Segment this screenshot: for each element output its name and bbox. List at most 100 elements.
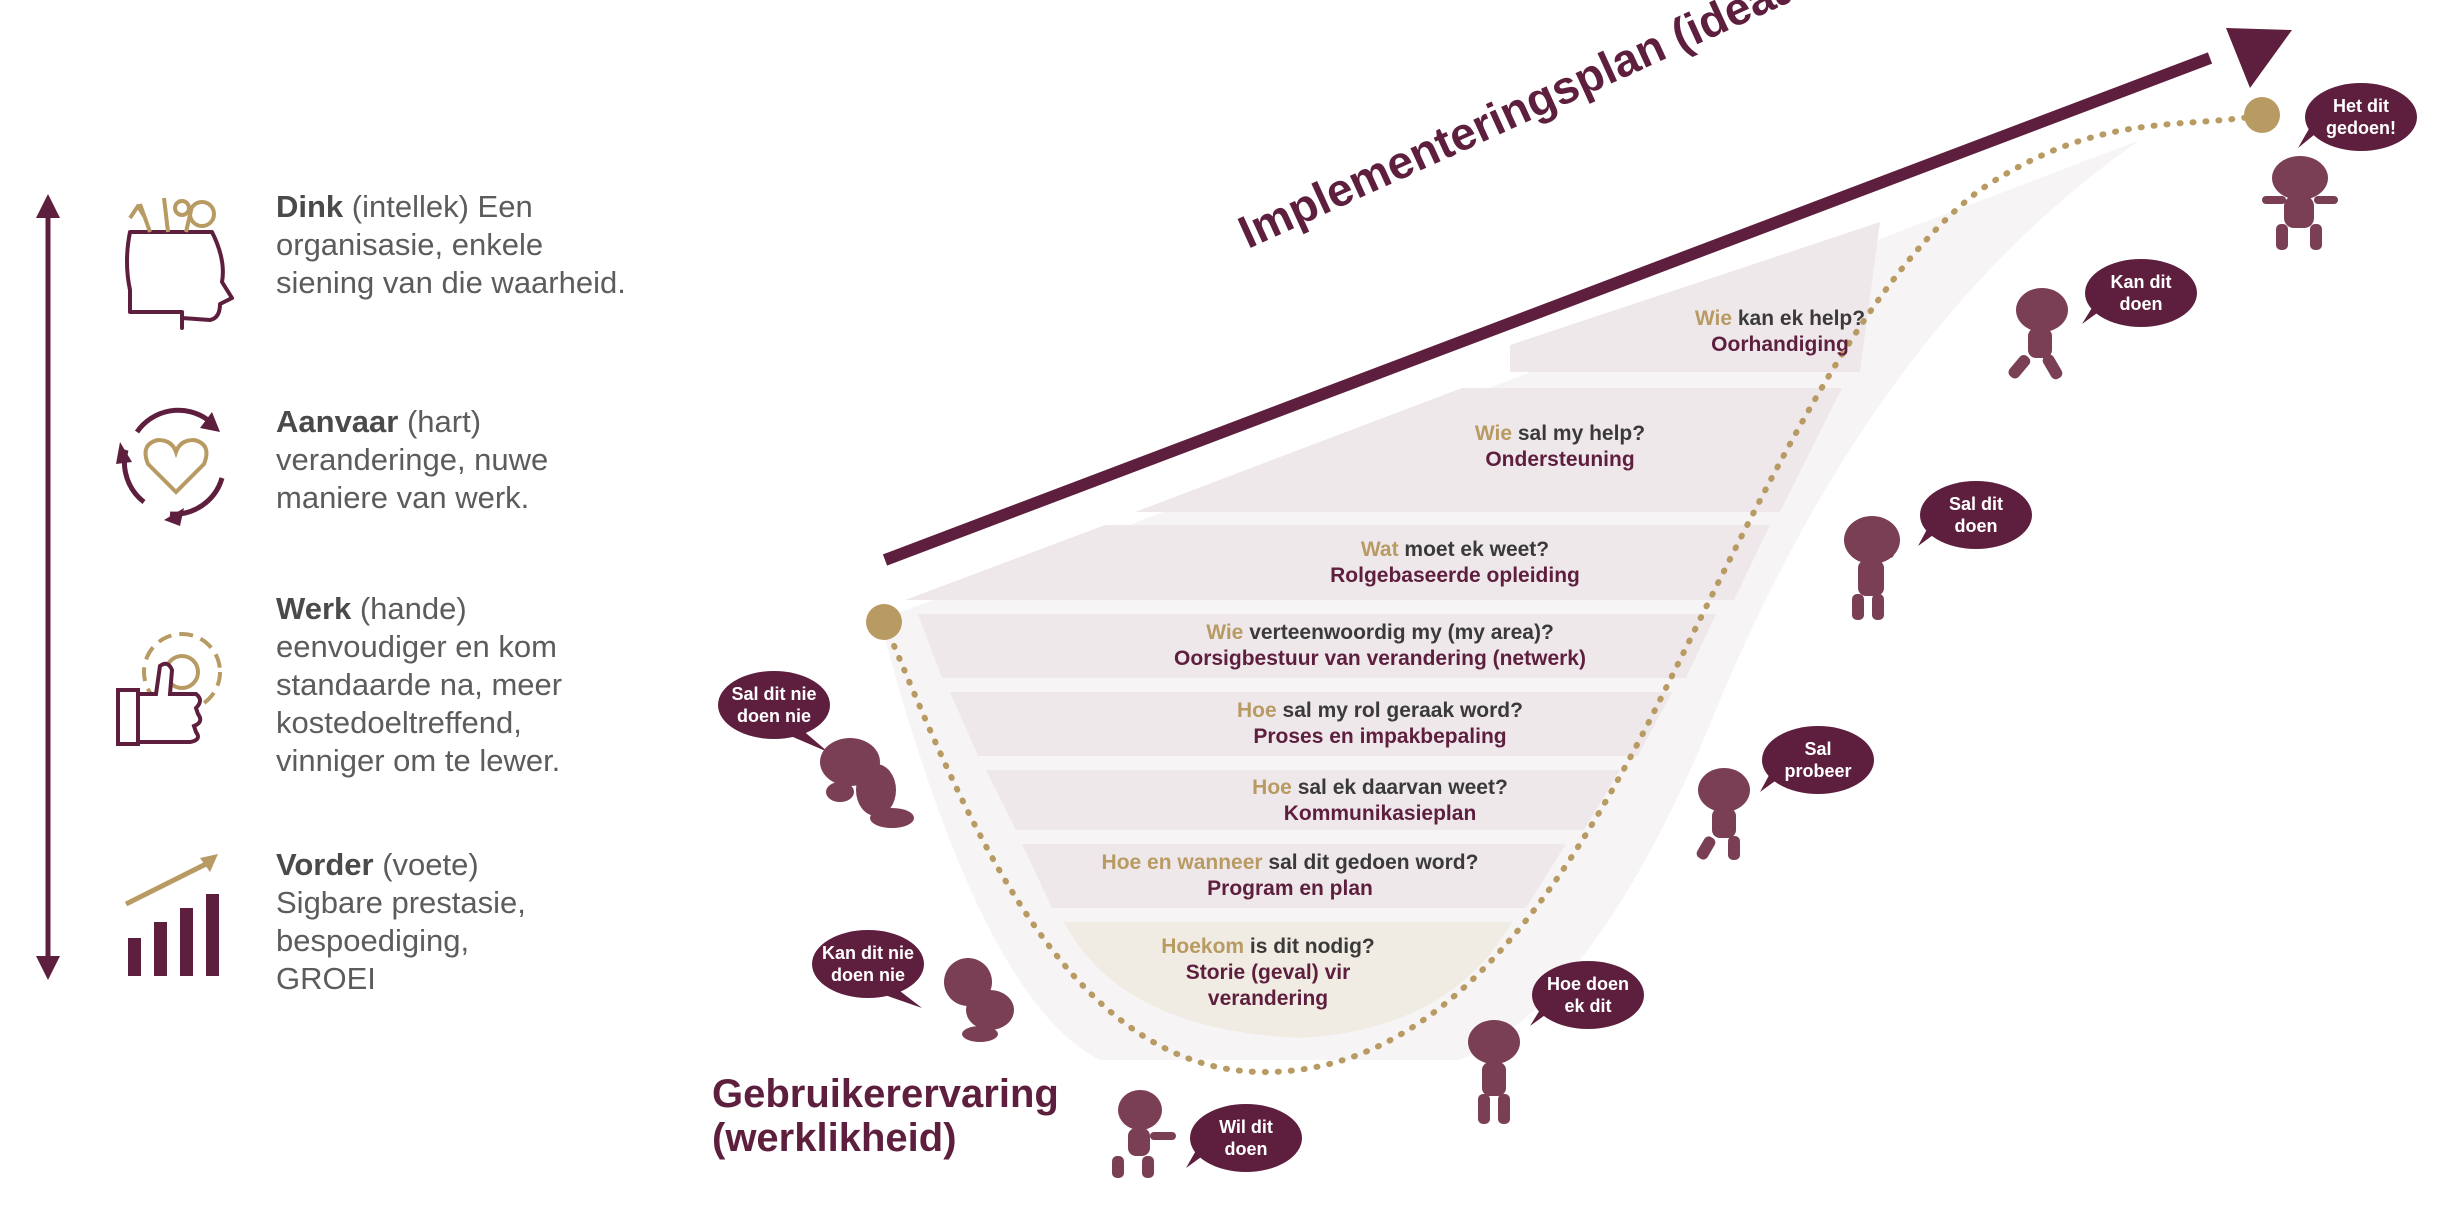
- step-5-question: sal my rol geraak word?: [1276, 699, 1523, 722]
- step-4-answer: Oorsigbestuur van verandering (netwerk): [1174, 647, 1586, 670]
- step-2-highlight: Wie: [1474, 422, 1513, 445]
- figure-unable: [944, 958, 1014, 1042]
- item-werk-keyword: Werk: [276, 591, 352, 626]
- heart-cycle-icon: [116, 407, 225, 526]
- step-2-answer: Ondersteuning: [1485, 448, 1635, 471]
- step-3-question: moet ek weet?: [1398, 538, 1550, 561]
- step-7-highlight: Hoe en wanneer: [1101, 851, 1263, 874]
- step-8-highlight: Hoekom: [1161, 935, 1245, 958]
- bubble-refuse-line2: doen nie: [736, 706, 811, 726]
- bubble-can-line2: doen: [2119, 294, 2163, 314]
- step-3-answer: Rolgebaseerde opleiding: [1330, 564, 1580, 587]
- step-6-answer: Kommunikasieplan: [1283, 802, 1477, 825]
- figure-will-do: [1844, 516, 1900, 620]
- bubble-want-line2: doen: [1224, 1139, 1268, 1159]
- item-werk-text: (hande) eenvoudiger en kom standaarde na…: [276, 591, 563, 778]
- bubble-will-line1: Sal dit: [1948, 494, 2003, 514]
- figure-willing: [1112, 1090, 1176, 1178]
- item-dink: Dink (intellek) Een organisasie, enkele …: [276, 188, 636, 302]
- step-2-question: sal my help?: [1512, 422, 1646, 445]
- ideal-arrow: [882, 28, 2292, 566]
- bubble-will-line2: doen: [1954, 516, 1998, 536]
- step-1-question: kan ek help?: [1732, 307, 1866, 330]
- item-aanvaar: Aanvaar (hart) veranderinge, nuwe manier…: [276, 403, 636, 517]
- thumbs-up-gear-icon: [116, 632, 222, 746]
- step-4: Wie verteenwoordig my (my area)? Oorsigb…: [1070, 620, 1690, 672]
- bubble-try-line1: Sal: [1804, 739, 1832, 759]
- step-8: Hoekom is dit nodig? Storie (geval) vir …: [1118, 934, 1418, 1012]
- step-7: Hoe en wanneer sal dit gedoen word? Prog…: [1040, 850, 1540, 902]
- step-1-highlight: Wie: [1694, 307, 1733, 330]
- item-dink-text: (intellek) Een organisasie, enkele sieni…: [276, 189, 626, 300]
- step-1-answer: Oorhandiging: [1711, 333, 1849, 356]
- item-aanvaar-text: (hart) veranderinge, nuwe maniere van we…: [276, 404, 549, 515]
- reality-title-line1: Gebruikerervaring: [712, 1072, 1059, 1116]
- bubble-shapes: [718, 83, 2417, 1172]
- step-8-question: is dit nodig?: [1244, 935, 1375, 958]
- curve-end-dot: [2244, 97, 2280, 133]
- bubble-want-line1: Wil dit: [1219, 1117, 1273, 1137]
- step-2: Wie sal my help? Ondersteuning: [1310, 421, 1810, 473]
- step-7-question: sal dit gedoen word?: [1262, 851, 1479, 874]
- step-6-question: sal ek daarvan weet?: [1291, 776, 1508, 799]
- figure-trying: [1696, 768, 1750, 860]
- step-8-answer-line2: verandering: [1207, 987, 1329, 1010]
- bubble-refuse-line1: Sal dit nie: [731, 684, 817, 704]
- step-5-highlight: Hoe: [1237, 699, 1277, 722]
- step-shape-2: [1135, 388, 1842, 512]
- item-aanvaar-keyword: Aanvaar: [276, 404, 399, 439]
- bubble-can-line1: Kan dit: [2110, 272, 2172, 292]
- step-shape-5: [950, 692, 1672, 756]
- item-vorder-text: (voete) Sigbare prestasie, bespoediging,…: [276, 847, 526, 996]
- figure-can-do: [2008, 288, 2068, 380]
- step-shape-4: [918, 614, 1716, 678]
- reality-title-line2: (werklikheid): [712, 1116, 957, 1160]
- bubble-try-line2: probeer: [1784, 761, 1852, 781]
- experience-curve: [881, 112, 2265, 1076]
- head-ideas-icon: [125, 197, 234, 330]
- step-shape-7: [1022, 844, 1566, 908]
- bubble-done-line2: gedoen!: [2326, 118, 2396, 138]
- step-5: Hoe sal my rol geraak word? Proses en im…: [1070, 698, 1690, 750]
- growth-chart-icon: [124, 854, 219, 976]
- bubble-done-line1: Het dit: [2333, 96, 2389, 116]
- figure-did-it: [2262, 156, 2338, 250]
- bubble-how-line2: ek dit: [1564, 996, 1612, 1016]
- step-1: Wie kan ek help? Oorhandiging: [1580, 306, 1980, 358]
- step-8-answer: Storie (geval) vir: [1185, 961, 1351, 984]
- step-3-highlight: Wat: [1360, 538, 1399, 561]
- step-6-highlight: Hoe: [1252, 776, 1292, 799]
- figures: [820, 156, 2338, 1178]
- step-3: Wat moet ek weet? Rolgebaseerde opleidin…: [1205, 537, 1705, 589]
- figure-wondering: [1468, 1020, 1520, 1124]
- step-4-highlight: Wie: [1206, 621, 1244, 644]
- item-werk: Werk (hande) eenvoudiger en kom standaar…: [276, 590, 616, 780]
- bubble-how-line1: Hoe doen: [1546, 974, 1629, 994]
- vertical-double-arrow: [36, 194, 60, 980]
- step-shape-3: [905, 525, 1770, 600]
- item-vorder-keyword: Vorder: [276, 847, 374, 882]
- step-shape-1: [1510, 222, 1880, 372]
- steps-group: [905, 222, 1880, 1038]
- step-7-answer: Program en plan: [1207, 877, 1373, 900]
- step-shape-6: [986, 770, 1620, 830]
- step-shape-8: [1064, 922, 1512, 1038]
- figure-refusing: [820, 738, 914, 828]
- curve-start-dot: [866, 604, 902, 640]
- item-vorder: Vorder (voete) Sigbare prestasie, bespoe…: [276, 846, 576, 998]
- step-6: Hoe sal ek daarvan weet? Kommunikasiepla…: [1070, 775, 1690, 827]
- bubble-cannot-line1: Kan dit nie: [821, 943, 914, 963]
- step-5-answer: Proses en impakbepaling: [1253, 725, 1507, 748]
- reality-title: Gebruikerervaring (werklikheid): [712, 1072, 1059, 1160]
- step-4-question: verteenwoordig my (my area)?: [1243, 621, 1554, 644]
